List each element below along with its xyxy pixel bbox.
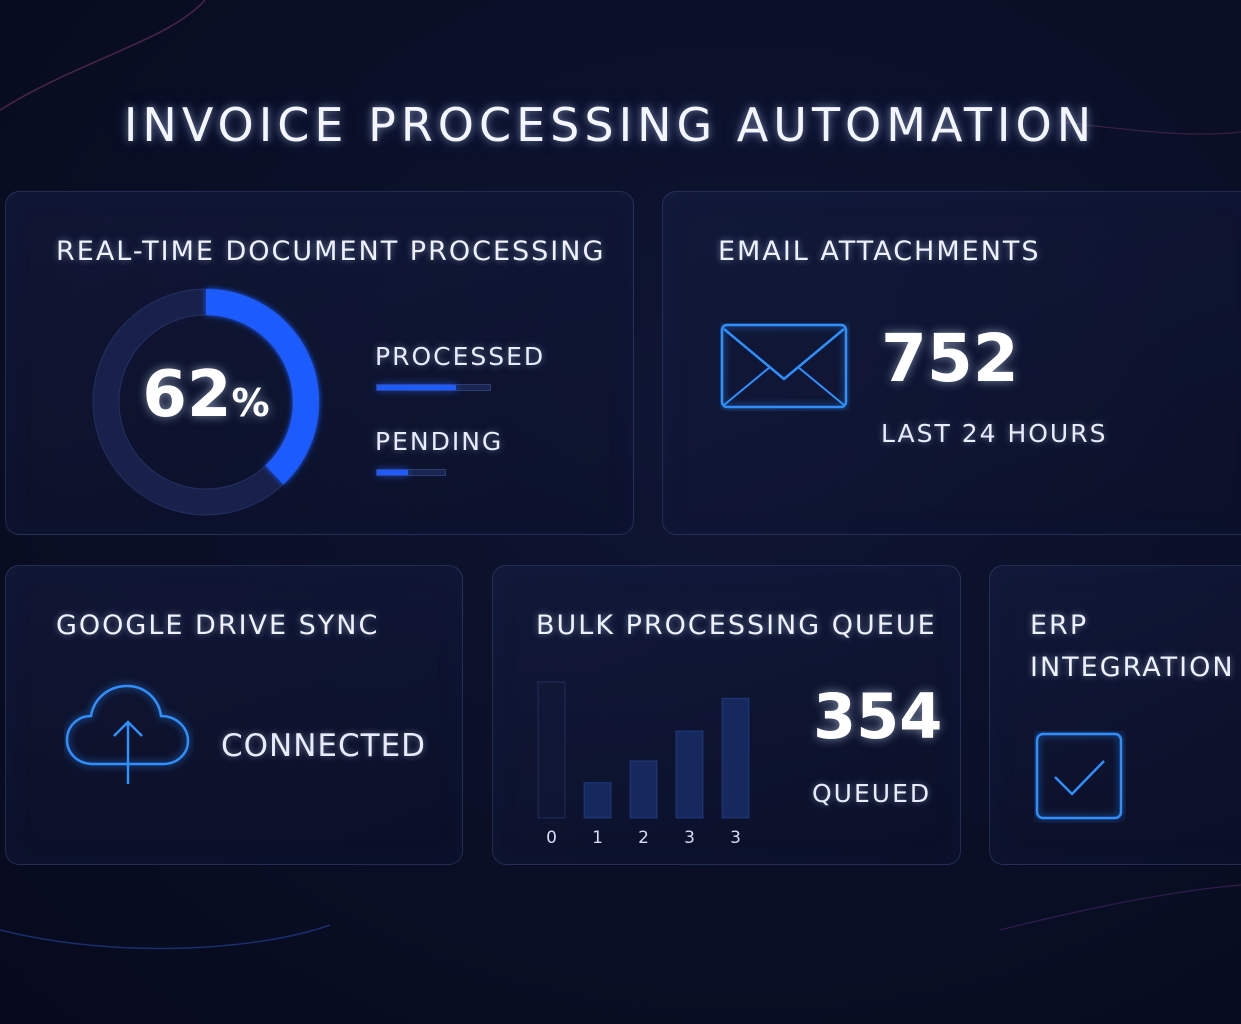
queue-label: QUEUED xyxy=(812,779,932,808)
queue-tick-label: 3 xyxy=(684,828,695,848)
queue-tick-label: 1 xyxy=(592,828,603,848)
queue-bar xyxy=(583,782,612,819)
envelope-icon xyxy=(720,323,848,409)
processed-progress-bar xyxy=(376,384,491,391)
percent-value: 62 xyxy=(142,358,232,432)
checkbox-check-icon xyxy=(1035,732,1123,820)
queue-tick-label: 2 xyxy=(638,828,649,848)
processed-progress-fill xyxy=(377,385,457,390)
queue-bar xyxy=(675,730,704,819)
email-attachments-card: EMAIL ATTACHMENTS 752 LAST 24 HOURS xyxy=(662,191,1241,535)
pending-progress-fill xyxy=(377,470,408,475)
processing-percent: 62% xyxy=(86,358,326,432)
page-title: INVOICE PROCESSING AUTOMATION xyxy=(123,98,1097,152)
erp-integration-title-line1: ERP xyxy=(1030,610,1089,641)
percent-sign: % xyxy=(231,381,270,425)
queue-tick-label: 3 xyxy=(730,828,741,848)
queue-count: 354 xyxy=(813,680,943,753)
google-drive-sync-card: GOOGLE DRIVE SYNC CONNECTED xyxy=(5,565,463,865)
cloud-upload-icon xyxy=(65,684,190,784)
email-count: 752 xyxy=(881,320,1019,397)
drive-status: CONNECTED xyxy=(221,728,427,764)
document-processing-title: REAL-TIME DOCUMENT PROCESSING xyxy=(56,236,606,267)
bulk-processing-queue-title: BULK PROCESSING QUEUE xyxy=(536,610,937,641)
queue-tick-label: 0 xyxy=(546,828,557,848)
bulk-processing-queue-card: BULK PROCESSING QUEUE 0 1 2 3 3 354 QUEUED xyxy=(492,565,961,865)
queue-bar xyxy=(629,760,658,819)
google-drive-sync-title: GOOGLE DRIVE SYNC xyxy=(56,610,380,641)
queue-bar-chart xyxy=(537,681,750,819)
processed-label: PROCESSED xyxy=(375,342,546,371)
queue-bar xyxy=(537,681,566,819)
processing-donut-chart xyxy=(92,288,320,516)
document-processing-card: REAL-TIME DOCUMENT PROCESSING 62% PROCES… xyxy=(5,191,634,535)
erp-integration-card: ERP INTEGRATION xyxy=(989,565,1241,865)
queue-bar xyxy=(721,697,750,819)
pending-label: PENDING xyxy=(375,427,504,456)
queue-chart-x-axis: 0 1 2 3 3 xyxy=(533,828,763,852)
pending-progress-bar xyxy=(376,469,446,476)
email-period: LAST 24 HOURS xyxy=(881,419,1108,448)
erp-integration-title-line2: INTEGRATION xyxy=(1030,652,1235,683)
donut-progress-arc xyxy=(93,289,319,515)
email-attachments-title: EMAIL ATTACHMENTS xyxy=(718,236,1041,267)
